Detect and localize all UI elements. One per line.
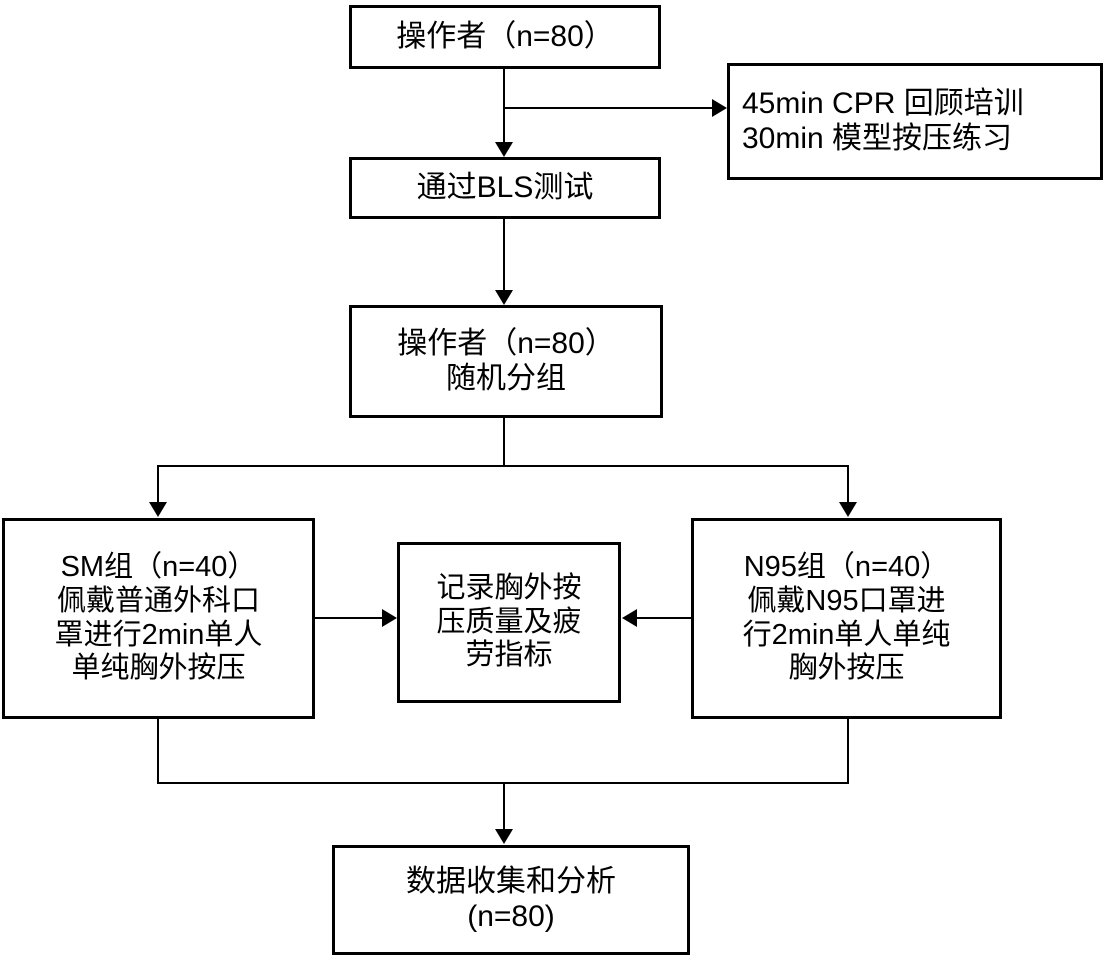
edge-merge-to-analysis-arrowhead (495, 829, 513, 844)
node-data-analysis-line-2: (n=80) (467, 900, 555, 933)
edge-randomize-split-bar (157, 465, 849, 467)
edge-n95-to-outcome-line (637, 617, 692, 619)
node-operators-top[interactable]: 操作者（n=80） (349, 5, 661, 69)
node-bls-test[interactable]: 通过BLS测试 (349, 157, 661, 219)
node-n95-group-line-4: 胸外按压 (788, 652, 905, 685)
node-n95-group-line-3: 行2min单人单纯 (742, 618, 951, 651)
node-bls-test-line-1: 通过BLS测试 (416, 170, 594, 204)
node-randomization[interactable]: 操作者（n=80） 随机分组 (349, 305, 663, 418)
node-outcome-measures[interactable]: 记录胸外按 压质量及疲 劳指标 (397, 542, 621, 703)
node-n95-group-line-1: N95组（n=40） (743, 551, 950, 584)
node-sm-group-line-4: 单纯胸外按压 (71, 652, 246, 685)
edge-split-to-n95-line (847, 465, 849, 504)
edge-operators-to-training-line (503, 107, 712, 109)
node-sm-group-line-1: SM组（n=40） (60, 551, 257, 584)
edge-split-to-sm-line (157, 465, 159, 504)
edge-n95-to-merge-stem (847, 719, 849, 783)
edge-merge-to-analysis-line (503, 782, 505, 830)
edge-sm-to-outcome-line (315, 617, 383, 619)
node-cpr-training[interactable]: 45min CPR 回顾培训 30min 模型按压练习 (727, 63, 1103, 180)
node-cpr-training-line-1: 45min CPR 回顾培训 (742, 86, 1024, 120)
edge-randomize-split-stem (503, 418, 505, 466)
node-sm-group-line-3: 罩进行2min单人 (54, 618, 263, 651)
edge-sm-to-outcome-arrowhead (382, 609, 397, 627)
node-n95-group[interactable]: N95组（n=40） 佩戴N95口罩进 行2min单人单纯 胸外按压 (691, 518, 1002, 719)
node-cpr-training-line-2: 30min 模型按压练习 (742, 121, 1013, 155)
edge-operators-to-bls-arrowhead (495, 142, 513, 157)
node-sm-group-line-2: 佩戴普通外科口 (56, 584, 260, 617)
node-outcome-measures-line-1: 记录胸外按 (436, 572, 582, 605)
node-randomization-line-1: 操作者（n=80） (397, 326, 615, 360)
node-n95-group-line-2: 佩戴N95口罩进 (747, 584, 946, 617)
node-outcome-measures-line-3: 劳指标 (465, 639, 553, 672)
node-data-analysis-line-1: 数据收集和分析 (406, 865, 616, 899)
edge-bls-to-randomize-line (503, 219, 505, 292)
node-sm-group[interactable]: SM组（n=40） 佩戴普通外科口 罩进行2min单人 单纯胸外按压 (2, 518, 315, 719)
edge-bls-to-randomize-arrowhead (495, 290, 513, 305)
node-outcome-measures-line-2: 压质量及疲 (436, 605, 582, 638)
edge-split-to-n95-arrowhead (839, 502, 857, 517)
edge-operators-to-bls-line (503, 69, 505, 144)
edge-n95-to-outcome-arrowhead (622, 609, 637, 627)
edge-sm-to-merge-stem (157, 719, 159, 783)
node-operators-top-line-1: 操作者（n=80） (396, 19, 614, 53)
node-randomization-line-2: 随机分组 (446, 361, 566, 395)
edge-split-to-sm-arrowhead (149, 502, 167, 517)
node-data-analysis[interactable]: 数据收集和分析 (n=80) (332, 845, 690, 955)
edge-operators-to-training-arrowhead (712, 99, 727, 117)
